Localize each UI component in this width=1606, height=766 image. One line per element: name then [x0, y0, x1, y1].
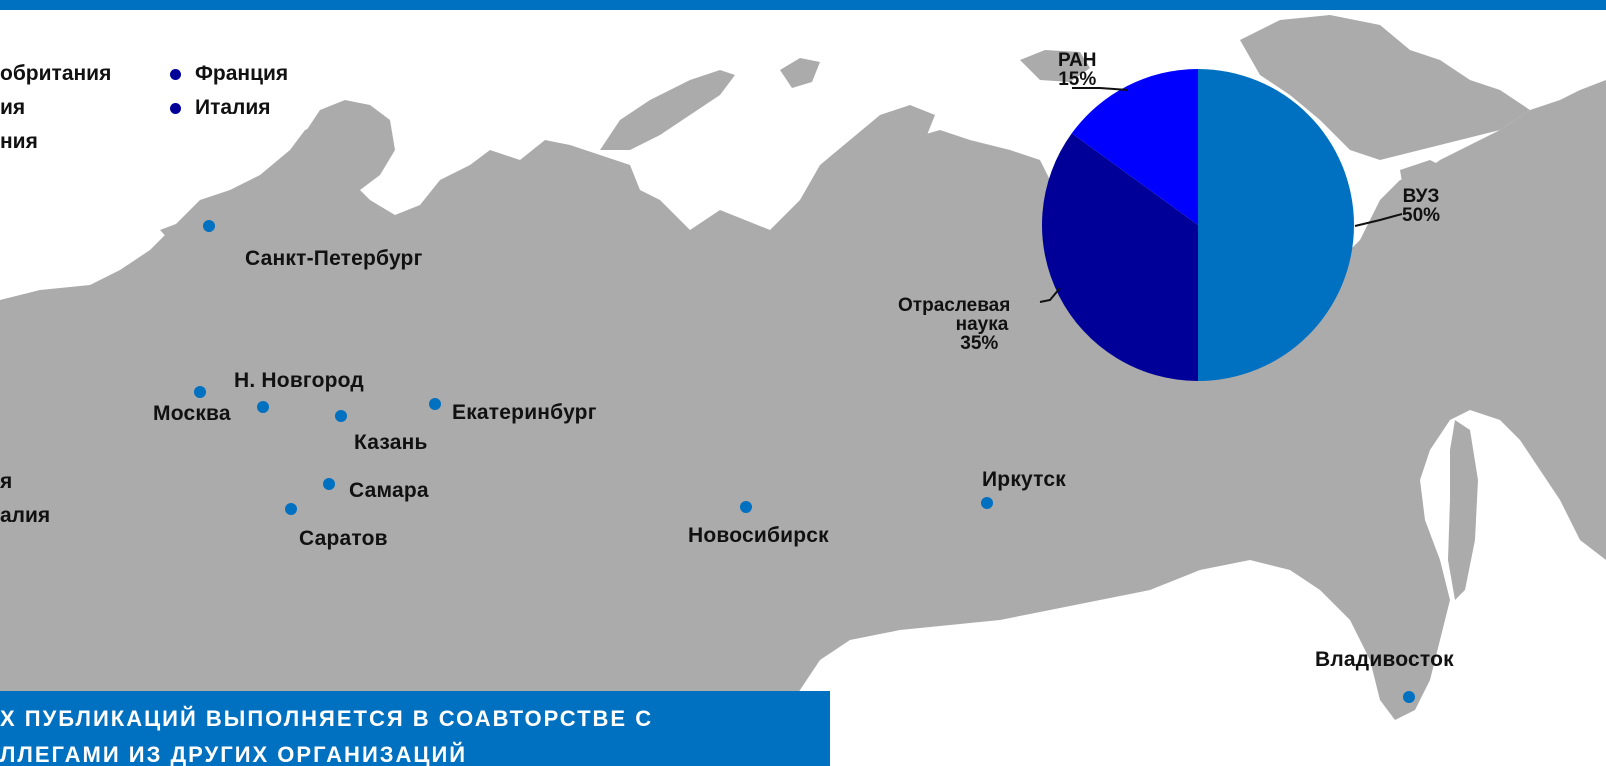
- pie-label-value: 15%: [1058, 69, 1097, 90]
- pie-label-name: ВУЗ: [1402, 186, 1440, 207]
- pie-chart: [1042, 69, 1354, 381]
- kola-peninsula: [300, 100, 395, 190]
- legend-dot-icon: [170, 102, 181, 114]
- pie-label-ran: РАН 15%: [1058, 51, 1096, 89]
- city-label-moscow: Москва: [153, 402, 231, 425]
- city-label-nizhny-novgorod: Н. Новгород: [234, 369, 364, 392]
- city-label-novosibirsk: Новосибирск: [688, 524, 829, 547]
- city-marker-icon: [257, 401, 269, 413]
- city-marker-icon: [323, 478, 335, 490]
- legend-item-italy: Италия: [170, 91, 288, 125]
- northwest-coast: [160, 215, 235, 255]
- kamchatka: [1400, 160, 1510, 380]
- city-marker-icon: [335, 410, 347, 422]
- city-label-samara: Самара: [349, 479, 429, 502]
- city-label-irkutsk: Иркутск: [982, 468, 1066, 491]
- legend-right-top: Франция Италия: [170, 57, 288, 125]
- legend-label: ия: [0, 96, 26, 119]
- city-marker-icon: [203, 220, 215, 232]
- legend-dot-icon: [170, 68, 181, 80]
- city-marker-icon: [429, 398, 441, 410]
- legend-label: ния: [0, 130, 38, 153]
- city-label-vladivostok: Владивосток: [1315, 648, 1454, 671]
- legend-item-france: Франция: [170, 57, 288, 91]
- city-marker-icon: [285, 503, 297, 515]
- city-label-yekaterinburg: Екатеринбург: [452, 401, 597, 424]
- pie-label-name-line1: Отраслевая: [898, 295, 1011, 316]
- pie-label-name-line2: наука: [955, 314, 1009, 335]
- pie-slice-industry: [1042, 133, 1198, 381]
- pie-slice-ran: [1071, 69, 1198, 225]
- leader-line-industry: [1039, 287, 1061, 303]
- city-marker-icon: [740, 501, 752, 513]
- top-accent-bar: [0, 0, 1606, 10]
- pie-label-vuz: ВУЗ 50%: [1402, 187, 1440, 225]
- pie-label-value: 50%: [1402, 205, 1441, 226]
- legend-item: ия: [0, 91, 111, 125]
- new-siberian-islands: [1020, 50, 1090, 82]
- legend-left-top: обритания ия ния: [0, 57, 111, 159]
- legend-item: я: [0, 465, 50, 499]
- legend-label: Италия: [195, 96, 271, 119]
- chukotka: [1240, 15, 1530, 160]
- legend-label: обритания: [0, 62, 112, 85]
- city-marker-icon: [194, 386, 206, 398]
- banner-line-2: ЛЛЕГАМИ ИЗ ДРУГИХ ОРГАНИЗАЦИЙ: [0, 742, 468, 766]
- legend-item: алия: [0, 499, 50, 533]
- alaska-edge: [1560, 280, 1606, 420]
- legend-item: ния: [0, 125, 111, 159]
- legend-label: алия: [0, 504, 51, 527]
- leader-line-vuz: [1354, 213, 1403, 227]
- legend-item: обритания: [0, 57, 111, 91]
- leader-line-ran: [1072, 87, 1129, 91]
- pie-leader-lines: [1039, 87, 1403, 303]
- sakhalin: [1448, 420, 1478, 600]
- city-label-saratov: Саратов: [299, 527, 388, 550]
- legend-left-bottom: я алия: [0, 465, 50, 533]
- severnaya-zemlya: [780, 58, 820, 88]
- pie-label-industry: Отраслевая наука 35%: [898, 296, 1010, 353]
- city-label-kazan: Казань: [354, 431, 428, 454]
- city-marker-icon: [1403, 691, 1415, 703]
- novaya-zemlya: [600, 70, 735, 150]
- pie-slice-vuz: [1198, 69, 1354, 381]
- pie-label-value: 35%: [960, 333, 999, 354]
- bottom-banner: Х ПУБЛИКАЦИЙ ВЫПОЛНЯЕТСЯ В СОАВТОРСТВЕ С…: [0, 691, 830, 766]
- legend-label: я: [0, 470, 13, 493]
- city-label-saint-petersburg: Санкт-Петербург: [245, 247, 423, 270]
- pie-label-name: РАН: [1058, 50, 1097, 71]
- city-marker-icon: [981, 497, 993, 509]
- banner-line-1: Х ПУБЛИКАЦИЙ ВЫПОЛНЯЕТСЯ В СОАВТОРСТВЕ С: [0, 706, 654, 731]
- taymyr: [800, 105, 935, 200]
- legend-label: Франция: [195, 62, 289, 85]
